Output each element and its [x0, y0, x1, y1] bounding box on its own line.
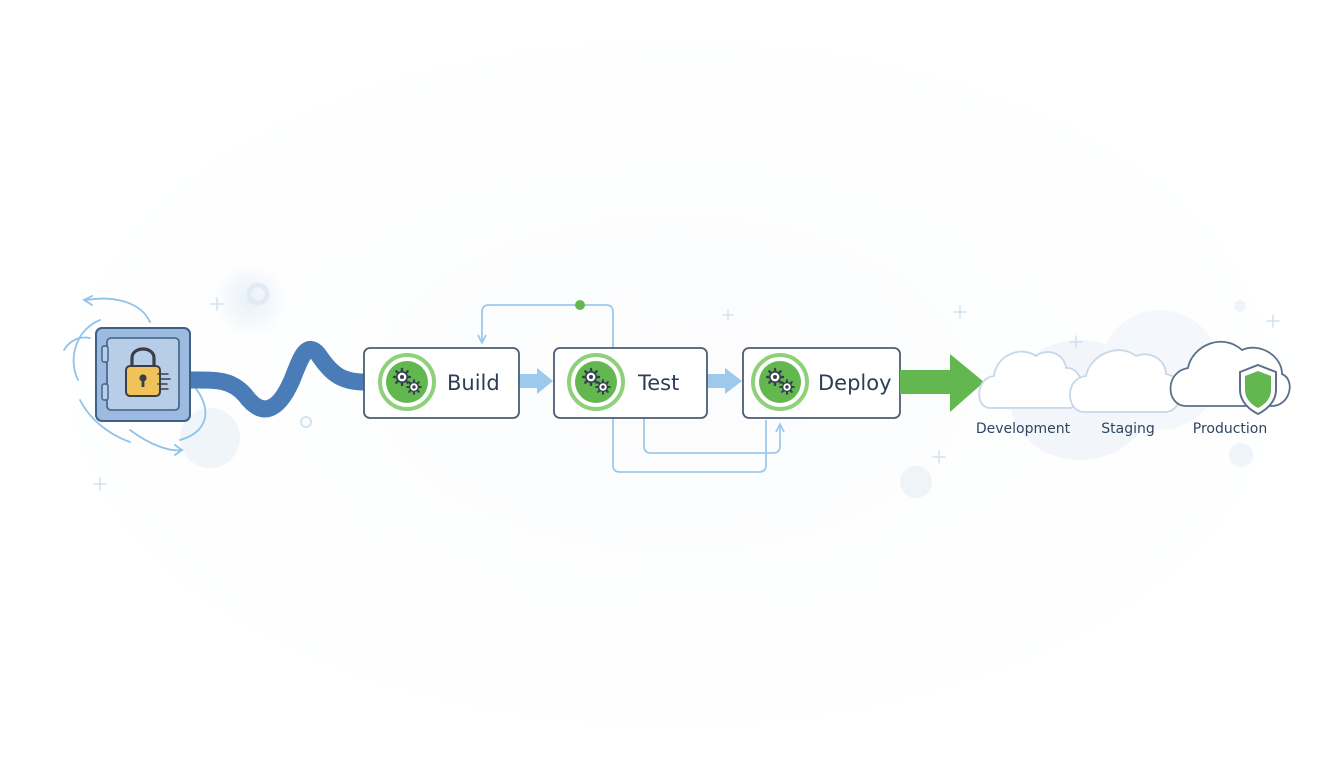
stage-build[interactable]: Build — [363, 347, 520, 419]
feedback-loops — [477, 304, 785, 473]
stage-label-deploy: Deploy — [818, 371, 892, 395]
release-arrow — [900, 354, 984, 412]
flow-arrow-test-deploy — [707, 368, 742, 394]
environment-development[interactable]: Development — [976, 350, 1084, 437]
loop-node-dot — [575, 300, 585, 310]
environment-production[interactable]: Production — [1169, 340, 1291, 437]
shield-icon — [1239, 363, 1277, 416]
vault-lock-icon — [95, 327, 191, 422]
gears-icon — [753, 355, 807, 409]
env-label-staging: Staging — [1101, 421, 1155, 437]
flow-arrow-build-test — [519, 368, 553, 394]
stage-label-test: Test — [637, 371, 679, 395]
stage-label-build: Build — [447, 371, 500, 395]
stage-test[interactable]: Test — [553, 347, 708, 419]
gears-icon — [569, 355, 623, 409]
environment-staging[interactable]: Staging — [1069, 349, 1182, 437]
stage-deploy[interactable]: Deploy — [742, 347, 901, 419]
gears-icon — [380, 355, 434, 409]
sync-arrows — [63, 295, 207, 456]
env-label-production: Production — [1193, 421, 1267, 437]
source-pipe — [179, 340, 365, 418]
env-label-development: Development — [976, 421, 1071, 437]
